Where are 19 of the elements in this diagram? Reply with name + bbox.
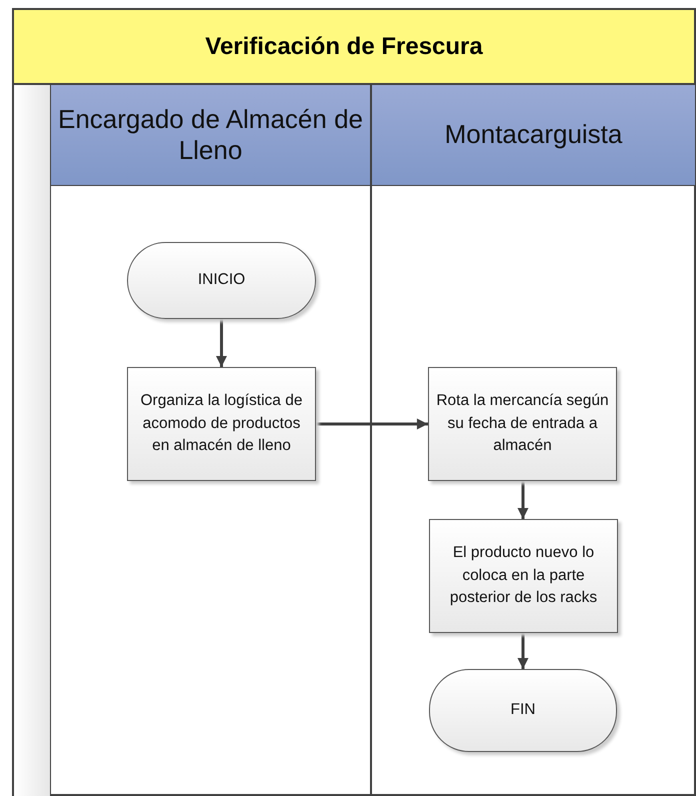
terminal-pill (127, 242, 316, 319)
node-text: Organiza la logística de acomodo de productos en almacén de lleno (140, 391, 304, 456)
process-box (428, 367, 617, 481)
lane-title: Encargado de Almacén de Lleno (57, 104, 364, 166)
process-box (429, 519, 618, 633)
arrow (316, 418, 428, 430)
node-text: FIN (510, 700, 536, 720)
arrow (517, 481, 528, 519)
terminal-pill (429, 669, 617, 752)
swimlane (50, 84, 371, 796)
swimlane (371, 84, 696, 796)
arrow (517, 633, 528, 669)
node-text: Rota la mercancía según su fecha de entrada a almacén (435, 391, 610, 456)
diagram-title: Verificación de Frescura (205, 32, 483, 60)
lane-title: Montacarguista (444, 119, 622, 151)
node-text: INICIO (198, 270, 246, 290)
arrow (216, 319, 227, 367)
process-box (127, 367, 316, 481)
node-text: El producto nuevo lo coloca en la parte posterior de los racks (448, 543, 598, 608)
